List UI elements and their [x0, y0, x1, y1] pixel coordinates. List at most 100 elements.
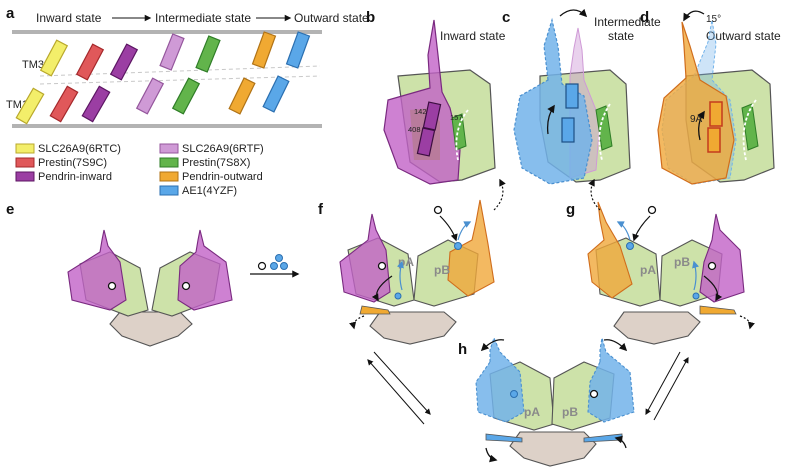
legend-label: SLC26A9(6RTF)	[182, 143, 264, 155]
core-domain-left	[67, 229, 127, 311]
rotation-arrow-left	[480, 339, 505, 352]
substrate-site-right	[181, 281, 191, 291]
legend-item-pendrin-outward: Pendrin-outward	[159, 171, 263, 183]
translation-arrow	[546, 104, 555, 135]
prestin-helix-marker	[451, 113, 467, 151]
substrate-ion-bound	[626, 242, 634, 250]
helix-tm10-ae1	[262, 75, 290, 113]
panel-h: h pA pB	[458, 336, 635, 467]
substrate-site-right	[707, 261, 717, 271]
panel-b: b Inward state 142 157 408	[366, 9, 506, 185]
cytoplasmic-domain	[509, 431, 597, 467]
equilibrium-arrow-f-to-h	[373, 351, 431, 415]
helix-tm10-marker	[707, 127, 721, 153]
translation-arrow-left	[485, 447, 498, 463]
rotation-arrow	[683, 10, 705, 22]
core-domain-right	[699, 213, 745, 303]
equilibrium-arrow-h-to-f	[367, 359, 425, 425]
core-domain-left	[587, 201, 633, 299]
substrate-path-arrow	[396, 260, 404, 291]
panel-d: d Outward state 15° 9A	[640, 9, 781, 185]
helix-tm3-prestin-7s9c	[75, 43, 105, 81]
residue-408-label: 408	[408, 125, 421, 134]
legend-swatch	[16, 144, 34, 153]
substrate-ion-blue	[280, 262, 288, 270]
equilibrium-arrow-h-to-g	[653, 356, 689, 421]
legend-swatch-outline	[15, 171, 35, 182]
core-domain-right	[587, 337, 635, 423]
substrate-path-arrow	[692, 260, 700, 291]
equilibrium-arrow-g-to-h	[645, 351, 681, 416]
core-domain-right	[177, 229, 233, 311]
helix-tm10-prestin-7s9c	[49, 85, 79, 123]
prestin-helix-marker	[595, 105, 613, 151]
rotation-angle-label: 15°	[706, 14, 721, 25]
substrate-ion-released	[647, 205, 657, 215]
substrate-ion-blue	[270, 262, 278, 270]
panel-label-a: a	[6, 5, 15, 22]
legend-swatch	[160, 144, 178, 153]
legend-label: Pendrin-inward	[38, 171, 112, 183]
legend: SLC26A9(6RTC) SLC26A9(6RTF) Prestin(7S9C…	[15, 143, 264, 197]
legend-swatch-outline	[159, 185, 179, 196]
release-arrow	[632, 215, 651, 242]
membrane-top	[12, 30, 322, 34]
substrate-site-left	[377, 261, 387, 271]
substrate-ion-bound	[692, 292, 700, 300]
linker-right	[699, 305, 737, 315]
legend-swatch-outline	[15, 157, 35, 168]
dashed-guide-1	[39, 65, 321, 77]
core-domain-pendrin-inward	[383, 19, 461, 185]
helix-tm10-slc26a9-6rtc	[15, 87, 45, 125]
legend-swatch-outline	[15, 143, 35, 154]
legend-swatch	[160, 172, 178, 181]
substrate-ion-bound	[394, 292, 402, 300]
residue-157-label: 157	[450, 113, 463, 122]
helix-tm3-slc26a9-6rtf	[159, 33, 185, 71]
tm3-label: TM3	[22, 59, 44, 71]
core-domain-ae1	[513, 17, 593, 185]
helix-tm10-pendrin-outward	[228, 77, 256, 115]
core-domain-left	[475, 336, 525, 423]
legend-item-slc26a9-6rtf: SLC26A9(6RTF)	[159, 143, 264, 155]
pa-domain-label: pA	[524, 405, 540, 419]
substrate-ion-white	[257, 261, 267, 271]
exit-arrow	[371, 275, 393, 302]
panel-label-f: f	[318, 201, 324, 218]
substrate-ion-bound	[510, 390, 518, 398]
dashed-guide-2	[39, 75, 321, 85]
substrate-site-right	[589, 389, 599, 399]
helix-tm10-slc26a9-6rtf	[135, 77, 165, 115]
legend-label: Pendrin-outward	[182, 171, 263, 183]
panel-a: a Inward state Intermediate state Outwar…	[6, 5, 369, 128]
helix-tm3-ae1	[285, 31, 311, 69]
substrate-path-arrow	[616, 221, 631, 241]
state-inward-title-b: Inward state	[440, 29, 506, 43]
legend-item-ae1-4yzf: AE1(4YZF)	[159, 185, 237, 197]
legend-swatch-outline	[159, 143, 179, 154]
state-outward-title: Outward state	[294, 11, 369, 25]
pb-domain-label: pB	[674, 255, 690, 269]
legend-swatch-outline	[159, 157, 179, 168]
substrate-ion-released	[433, 205, 443, 215]
panel-label-d: d	[640, 9, 649, 26]
panel-label-c: c	[502, 9, 510, 26]
state-inward-title: Inward state	[36, 11, 102, 25]
legend-item-slc26a9-6rtc: SLC26A9(6RTC)	[15, 143, 121, 155]
rotation-arrow-right	[603, 339, 628, 352]
legend-swatch	[160, 186, 178, 195]
legend-item-prestin-7s9c: Prestin(7S9C)	[15, 157, 107, 169]
dashed-interface-line	[742, 99, 757, 161]
substrate-path-arrow	[457, 221, 472, 241]
panel-g: g pA pB	[566, 178, 755, 345]
pa-domain-label: pA	[640, 263, 656, 277]
helix-tm3-pendrin-inward	[109, 43, 139, 81]
helix-tm3-slc26a9-6rtc	[39, 39, 69, 77]
core-domain-left	[339, 213, 391, 303]
cytoplasmic-domain	[109, 311, 193, 347]
panel-label-h: h	[458, 341, 467, 358]
helix-tm10-marker	[561, 117, 575, 143]
membrane-bottom	[12, 124, 322, 128]
translation-distance-label: 9A	[690, 114, 703, 125]
translation-arrow	[697, 110, 705, 141]
